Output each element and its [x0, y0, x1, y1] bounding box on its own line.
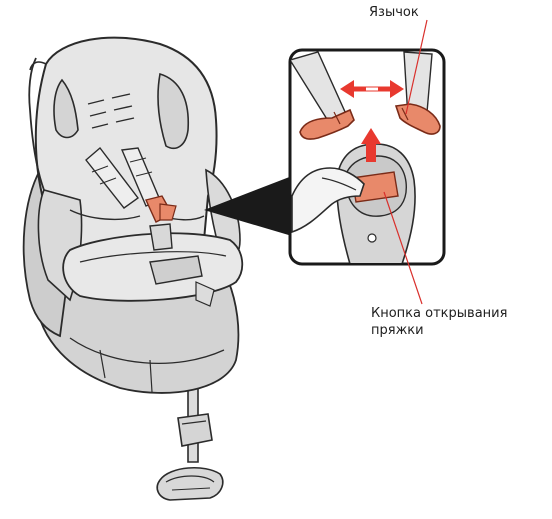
buckle-button-label-line1: Кнопка открывания: [371, 305, 507, 322]
buckle-detail-inset: [290, 50, 444, 264]
buckle-button-label-line2: пряжки: [371, 322, 507, 339]
buckle-button-label: Кнопка открывания пряжки: [371, 305, 507, 339]
seat-stand: [157, 380, 223, 500]
tongue-label: Язычок: [369, 4, 419, 21]
